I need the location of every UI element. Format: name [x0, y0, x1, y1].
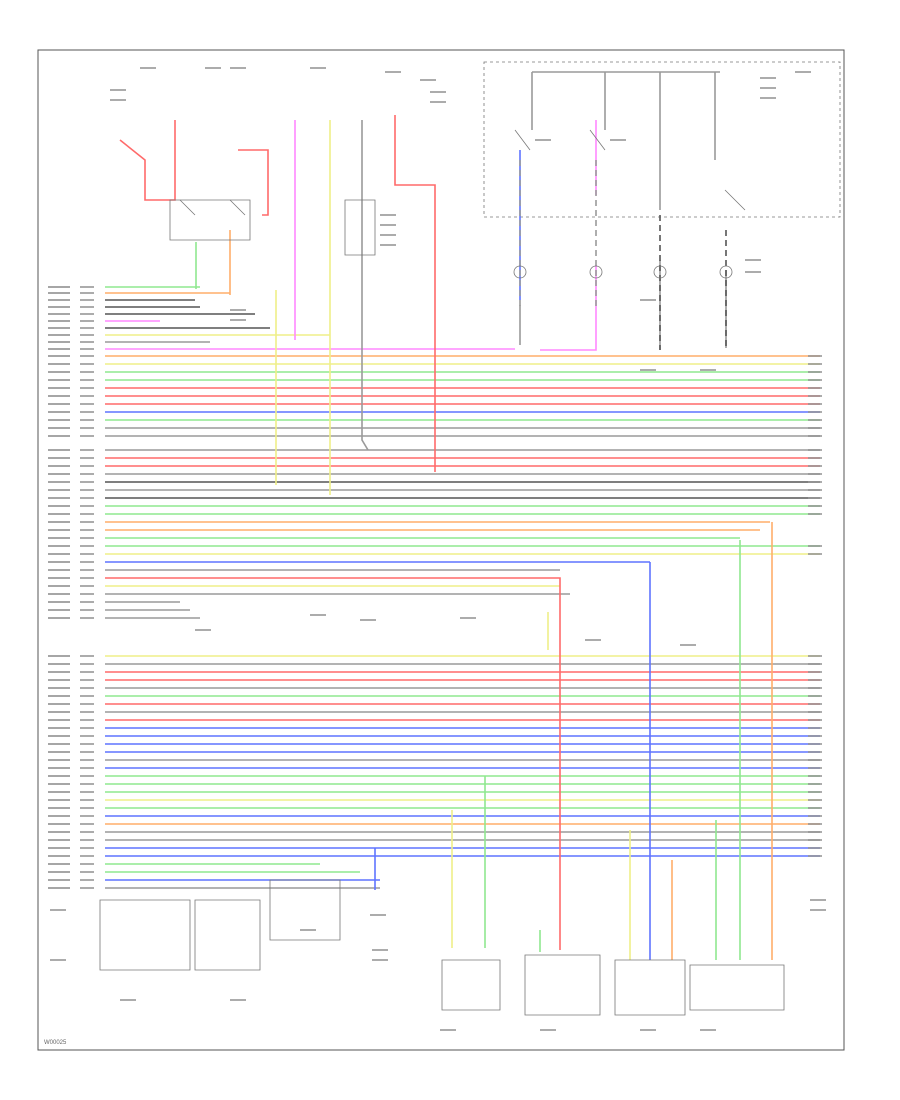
switch-contact-5: [229, 199, 246, 216]
diagram-border: [37, 49, 845, 1051]
indicator-lamp-3: [653, 265, 667, 279]
vertical-wire-1: [119, 120, 176, 201]
vertical-wire-3: [394, 115, 436, 472]
switch-contact-3: [724, 189, 746, 211]
vss-sensor-box: [441, 959, 501, 1011]
lever-switch-box: [194, 899, 261, 971]
fuse-block: [344, 199, 376, 256]
dashed-module-box-top-right: [483, 61, 841, 218]
vertical-wire-4: [555, 577, 561, 950]
switch-contact-1: [514, 129, 531, 151]
indicator-lamp-4: [719, 265, 733, 279]
left-switch-box: [99, 899, 191, 971]
vertical-wire-9: [361, 120, 369, 451]
switch-contact-4: [179, 199, 196, 216]
vertical-wire-7: [540, 265, 597, 351]
indicator-lamp-1: [513, 265, 527, 279]
wire-harness: [105, 71, 820, 960]
solenoid-box: [269, 879, 341, 941]
diagram-code: W00025: [44, 1040, 67, 1046]
switch-contact-2: [589, 129, 606, 151]
relay-box: [169, 199, 251, 241]
output-speed-sensor-box: [524, 954, 601, 1016]
components: [48, 67, 826, 1031]
input-speed-sensor-box: [614, 959, 686, 1016]
indicator-lamp-2: [589, 265, 603, 279]
transmission-range-box: [689, 964, 785, 1011]
vertical-wire-2: [238, 149, 269, 216]
